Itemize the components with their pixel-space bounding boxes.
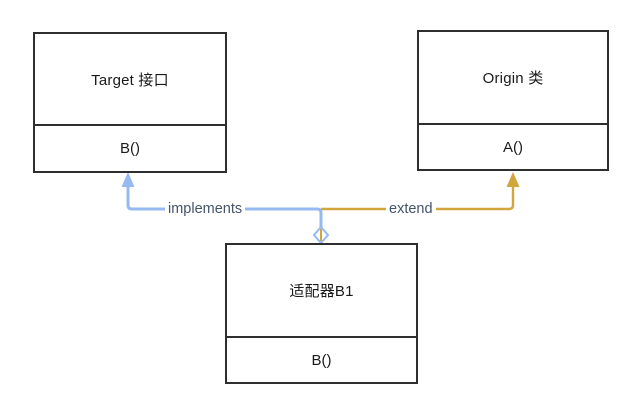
- target-class-title: Target 接口: [35, 34, 225, 126]
- class-box-origin: Origin 类 A(): [417, 30, 609, 171]
- implements-edge-label: implements: [165, 200, 246, 218]
- origin-class-method: A(): [503, 138, 523, 156]
- class-box-adapter: 适配器B1 B(): [225, 243, 418, 384]
- extend-arrowhead-icon: [506, 172, 520, 187]
- class-box-target: Target 接口 B(): [33, 32, 227, 173]
- extend-edge-label: extend: [386, 200, 436, 218]
- target-class-method: B(): [120, 140, 140, 157]
- origin-class-title: Origin 类: [419, 32, 607, 125]
- extend-edge-line: [321, 187, 515, 211]
- implements-arrowhead-icon: [121, 172, 135, 187]
- adapter-class-method: B(): [311, 351, 332, 369]
- adapter-class-title: 适配器B1: [227, 245, 416, 338]
